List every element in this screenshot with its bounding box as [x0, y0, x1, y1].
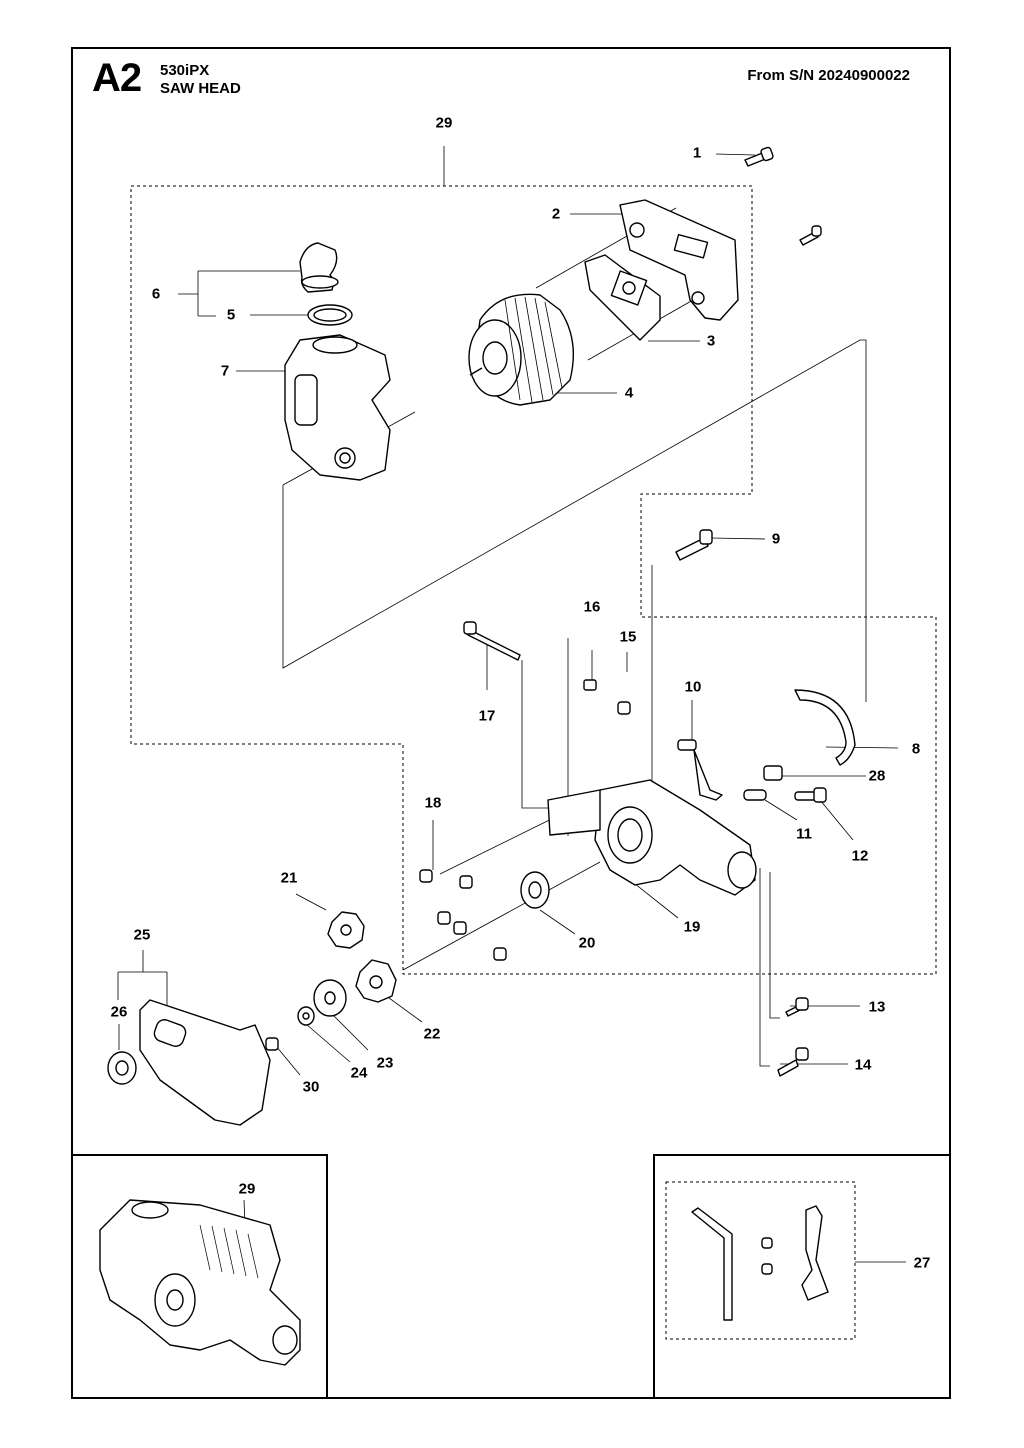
part-8-retaining-ring — [794, 689, 856, 766]
callout-23: 23 — [376, 1054, 394, 1072]
part-14-screw — [777, 1047, 809, 1077]
group-27-dashed-outline — [665, 1181, 856, 1340]
model-name: 530iPX — [160, 62, 210, 79]
page-title: SAW HEAD — [160, 80, 241, 97]
part-21-sprocket — [327, 911, 365, 949]
part-25-sprocket-cover — [139, 999, 271, 1126]
callout-1: 1 — [692, 144, 702, 162]
callout-7: 7 — [220, 362, 230, 380]
callout-15: 15 — [619, 628, 637, 646]
part-2-cover — [619, 199, 739, 321]
part-19-gear-housing — [547, 779, 757, 896]
part-13-screw — [785, 997, 809, 1017]
part-5-o-ring — [307, 304, 353, 326]
diagram-code: A2 — [92, 56, 142, 100]
part-3-bracket — [584, 254, 661, 341]
callout-29-inset: 29 — [238, 1180, 256, 1198]
part-15-screw — [617, 701, 631, 715]
group-29-dashed-outline — [130, 185, 937, 975]
callout-28: 28 — [868, 767, 886, 785]
part-30-screw — [265, 1037, 279, 1051]
part-6-breather-cap — [299, 242, 339, 293]
callout-21: 21 — [280, 869, 298, 887]
part-12-adjust-screw — [794, 787, 827, 803]
callout-9: 9 — [771, 530, 781, 548]
callout-11: 11 — [796, 825, 812, 843]
callout-18: 18 — [424, 794, 442, 812]
callout-4: 4 — [624, 384, 634, 402]
callout-6: 6 — [151, 285, 161, 303]
part-4-motor — [468, 293, 575, 406]
inset-frame-assembly — [72, 1154, 328, 1398]
serial-number-note: From S/N 20240900022 — [747, 67, 910, 84]
part-10-lever — [677, 739, 723, 801]
callout-12: 12 — [851, 847, 869, 865]
part-11-pin — [743, 789, 767, 801]
part-18-screws — [419, 869, 507, 961]
inset-frame-tools — [653, 1154, 950, 1398]
callout-8: 8 — [911, 740, 921, 758]
part-28-nut — [763, 765, 783, 781]
part-24-washer — [297, 1006, 315, 1026]
callout-13: 13 — [868, 998, 886, 1016]
callout-2: 2 — [551, 205, 561, 223]
callout-3: 3 — [706, 332, 716, 350]
callout-19: 19 — [683, 918, 701, 936]
callout-22: 22 — [423, 1025, 441, 1043]
callout-30: 30 — [302, 1078, 320, 1096]
page-frame — [71, 47, 951, 1399]
inset-assembled-saw-head — [99, 1199, 301, 1366]
part-27-hex-key — [691, 1207, 733, 1321]
callout-20: 20 — [578, 934, 596, 952]
callout-25: 25 — [133, 926, 151, 944]
callout-16: 16 — [583, 598, 601, 616]
part-20-gear — [520, 871, 550, 909]
callout-24: 24 — [350, 1064, 368, 1082]
callout-29: 29 — [435, 114, 453, 132]
part-27-bracket — [761, 1205, 829, 1301]
callout-5: 5 — [226, 306, 236, 324]
part-2-screw — [799, 225, 822, 246]
part-17-long-bolt — [463, 621, 521, 661]
callout-14: 14 — [854, 1056, 872, 1074]
part-16-clip — [583, 679, 597, 691]
callout-27: 27 — [913, 1254, 931, 1272]
callout-10: 10 — [684, 678, 702, 696]
callout-26: 26 — [110, 1003, 128, 1021]
part-7-housing — [284, 334, 391, 481]
part-23-washer — [313, 979, 347, 1017]
part-1-screw — [744, 146, 774, 167]
callout-17: 17 — [478, 707, 496, 725]
part-22-sprocket — [355, 959, 397, 1003]
part-26-knob — [107, 1051, 137, 1085]
part-9-bolt — [675, 529, 713, 561]
